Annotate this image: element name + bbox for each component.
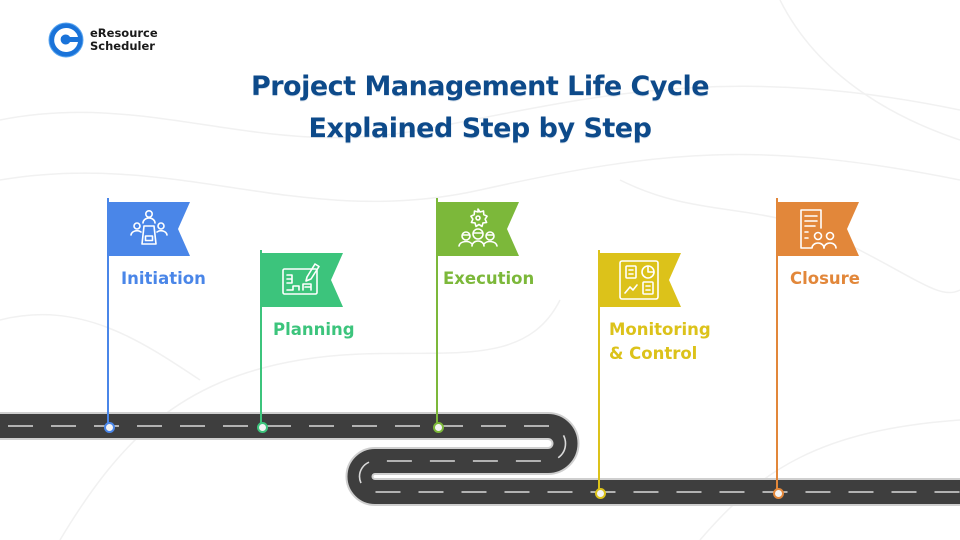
meeting-table-icon	[130, 210, 168, 245]
step-label-execution: Execution	[443, 269, 535, 288]
flag-monitoring-control[interactable]	[599, 253, 681, 307]
title-line2: Explained Step by Step	[308, 113, 652, 144]
step-label-monitoring-control: Monitoring & Control	[609, 318, 711, 366]
title-line1: Project Management Life Cycle	[250, 71, 710, 102]
eresource-logo-icon	[48, 22, 84, 58]
brand-name-line1: eResource	[90, 26, 158, 40]
blueprint-pencil-icon	[282, 263, 320, 295]
flag-initiation[interactable]	[108, 202, 190, 256]
milestone-dot-execution[interactable]	[433, 422, 444, 433]
flag-planning[interactable]	[261, 253, 343, 307]
milestone-dot-closure[interactable]	[773, 488, 784, 499]
flag-closure[interactable]	[777, 202, 859, 256]
pole-initiation	[107, 198, 109, 426]
brand-name-line2: Scheduler	[90, 39, 155, 53]
milestone-dot-planning[interactable]	[257, 422, 268, 433]
milestone-dot-monitoring-control[interactable]	[595, 488, 606, 499]
page-title: Project Management Life Cycle Explained …	[0, 66, 960, 150]
pole-closure	[776, 198, 778, 492]
step-label-monitoring-line1: Monitoring	[609, 320, 711, 339]
step-label-initiation: Initiation	[121, 269, 206, 288]
step-label-closure: Closure	[790, 269, 860, 288]
document-team-icon	[800, 209, 837, 249]
flag-execution[interactable]	[437, 202, 519, 256]
brand-name: eResource Scheduler	[90, 27, 158, 53]
step-label-monitoring-line2: & Control	[609, 344, 698, 363]
step-label-planning: Planning	[273, 320, 355, 339]
milestone-dot-initiation[interactable]	[104, 422, 115, 433]
pole-monitoring-control	[598, 250, 600, 492]
dashboard-chart-icon	[619, 260, 659, 300]
pole-planning	[260, 250, 262, 426]
brand-logo[interactable]: eResource Scheduler	[48, 22, 158, 58]
team-gear-icon	[458, 208, 498, 247]
pole-execution	[436, 198, 438, 426]
